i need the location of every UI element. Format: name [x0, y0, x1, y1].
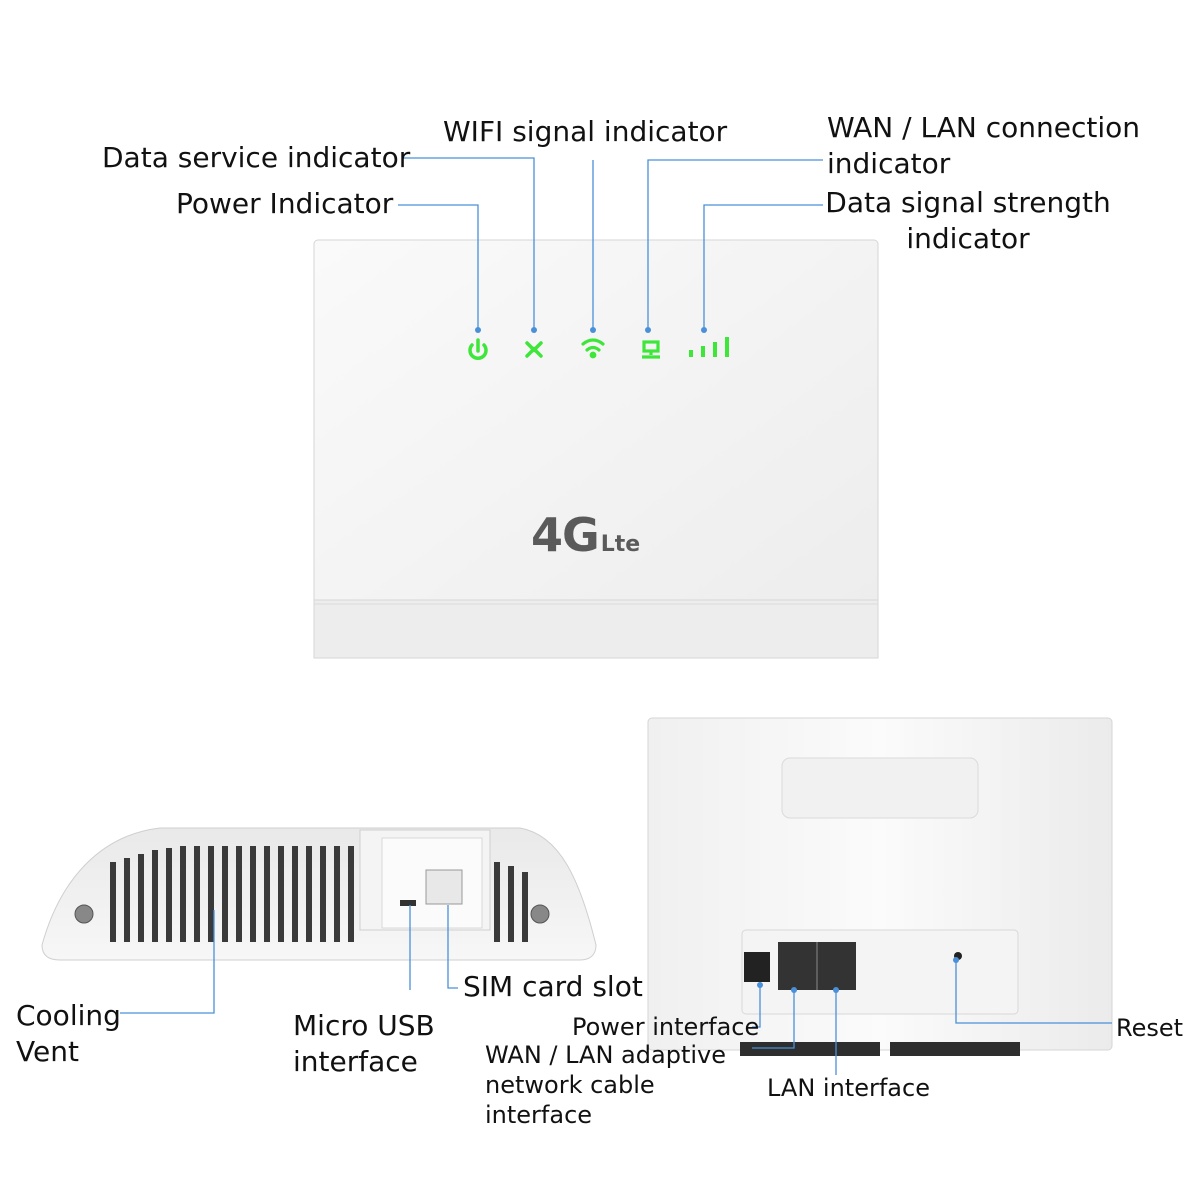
sim-card-slot	[425, 869, 463, 905]
brand-sub: Lte	[600, 532, 641, 557]
power-interface-label: Power interface	[572, 1013, 760, 1041]
wan-lan-icon	[642, 340, 660, 359]
router-back-view	[647, 717, 1113, 1056]
data-service-icon	[525, 341, 543, 358]
micro-usb-port	[400, 900, 416, 906]
wan-lan-connection-label: WAN / LAN connection indicator	[827, 111, 1141, 180]
lan-interface-label: LAN interface	[767, 1074, 930, 1102]
brand-logo: 4GLte	[531, 508, 640, 562]
router-front-view	[313, 239, 879, 659]
data-signal-strength-label: Data signal strength indicator	[825, 186, 1111, 255]
callout-dots	[475, 327, 959, 993]
data-service-label: Data service indicator	[102, 141, 411, 174]
wan-lan-adaptive-label: WAN / LAN adaptive network cable interfa…	[485, 1041, 726, 1129]
power-port	[744, 952, 770, 982]
cooling-vent-label: Cooling Vent	[16, 999, 121, 1068]
power-indicator-label: Power Indicator	[176, 187, 394, 220]
router-side-view	[41, 827, 597, 961]
power-icon	[468, 338, 488, 361]
signal-bars-icon	[689, 337, 729, 357]
callout-lines	[120, 157, 1112, 1075]
cooling-vent-slots	[110, 846, 528, 942]
wifi-signal-label: WIFI signal indicator	[443, 115, 728, 148]
reset-label: Reset	[1116, 1014, 1184, 1042]
sim-card-slot-label: SIM card slot	[463, 970, 643, 1003]
micro-usb-label: Micro USB interface	[293, 1009, 435, 1078]
wifi-icon	[581, 338, 605, 359]
brand-main: 4G	[531, 508, 600, 562]
